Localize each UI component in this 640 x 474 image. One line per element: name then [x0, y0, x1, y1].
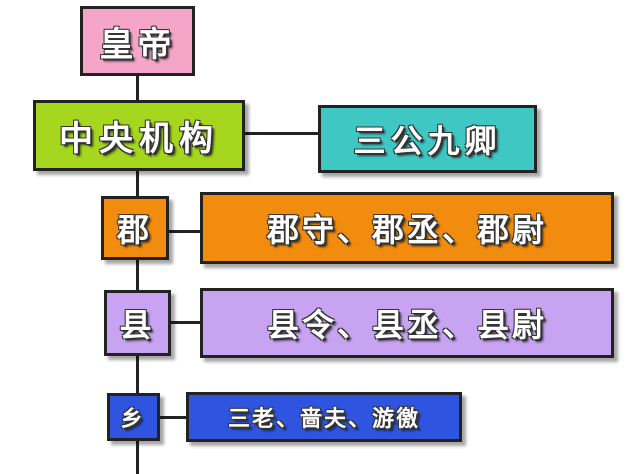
xian-label: 县 — [119, 306, 156, 344]
central-label: 中央机构 — [59, 119, 219, 159]
jun-label: 郡 — [116, 211, 153, 249]
sangong-box: 三公九卿 — [318, 105, 537, 173]
spine-connector — [136, 74, 139, 474]
sangong-label: 三公九卿 — [353, 122, 502, 160]
xiang-box: 乡 — [107, 393, 160, 441]
jun-to-officials-connector — [168, 230, 202, 233]
xiang-officials-box: 三老、啬夫、游徼 — [186, 392, 462, 442]
jun-officials-label: 郡守、郡丞、郡尉 — [266, 211, 547, 249]
xian-officials-label: 县令、县丞、县尉 — [266, 306, 547, 344]
xian-box: 县 — [104, 290, 171, 356]
xiang-label: 乡 — [120, 406, 147, 432]
jun-officials-box: 郡守、郡丞、郡尉 — [200, 192, 614, 264]
xiang-officials-label: 三老、啬夫、游徼 — [227, 406, 420, 432]
xiang-to-officials-connector — [158, 416, 188, 419]
emperor-label: 皇帝 — [99, 24, 176, 65]
xian-officials-box: 县令、县丞、县尉 — [200, 288, 614, 358]
central-to-sangong-connector — [244, 132, 320, 135]
emperor-box: 皇帝 — [80, 6, 195, 76]
central-box: 中央机构 — [33, 100, 245, 171]
xian-to-officials-connector — [170, 321, 202, 324]
jun-box: 郡 — [101, 196, 169, 260]
